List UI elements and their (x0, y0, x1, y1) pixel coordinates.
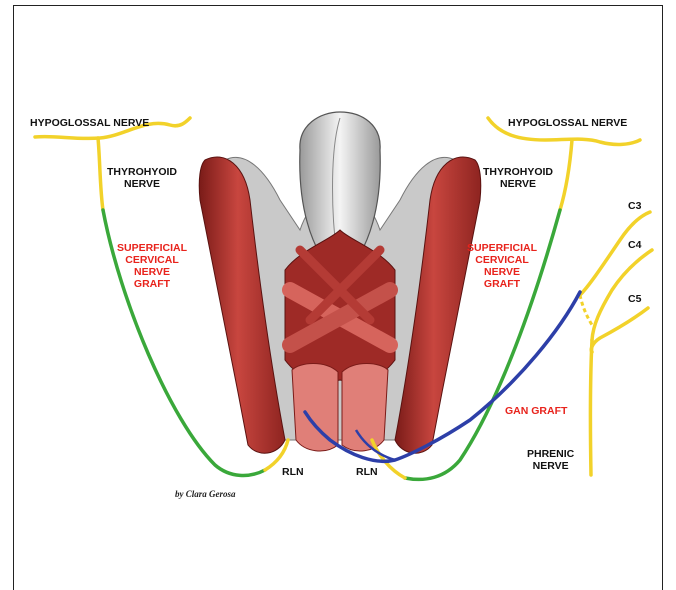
thyrohyoid-nerve-left (98, 138, 103, 210)
hypoglossal-nerve-left-label: HYPOGLOSSAL NERVE (30, 117, 149, 129)
c3-root (580, 212, 650, 295)
hypoglossal-nerve-right-label: HYPOGLOSSAL NERVE (508, 117, 627, 129)
thyrohyoid-nerve-right-label: THYROHYOID NERVE (483, 166, 553, 190)
phrenic-nerve (590, 340, 592, 475)
thyrohyoid-nerve-right (560, 140, 572, 210)
thyrohyoid-nerve-left-label: THYROHYOID NERVE (107, 166, 177, 190)
phrenic-nerve-label: PHRENIC NERVE (527, 448, 574, 472)
superficial-cervical-graft-left-label: SUPERFICIAL CERVICAL NERVE GRAFT (117, 242, 187, 290)
rln-left-label: RLN (282, 466, 304, 478)
artist-credit: by Clara Gerosa (175, 489, 236, 499)
gan-graft-label: GAN GRAFT (505, 405, 567, 417)
c3-label: C3 (628, 200, 641, 212)
c3-c4-connection (580, 295, 592, 325)
c4-label: C4 (628, 239, 641, 251)
rln-right-label: RLN (356, 466, 378, 478)
superficial-cervical-graft-right-label: SUPERFICIAL CERVICAL NERVE GRAFT (467, 242, 537, 290)
c5-label: C5 (628, 293, 641, 305)
